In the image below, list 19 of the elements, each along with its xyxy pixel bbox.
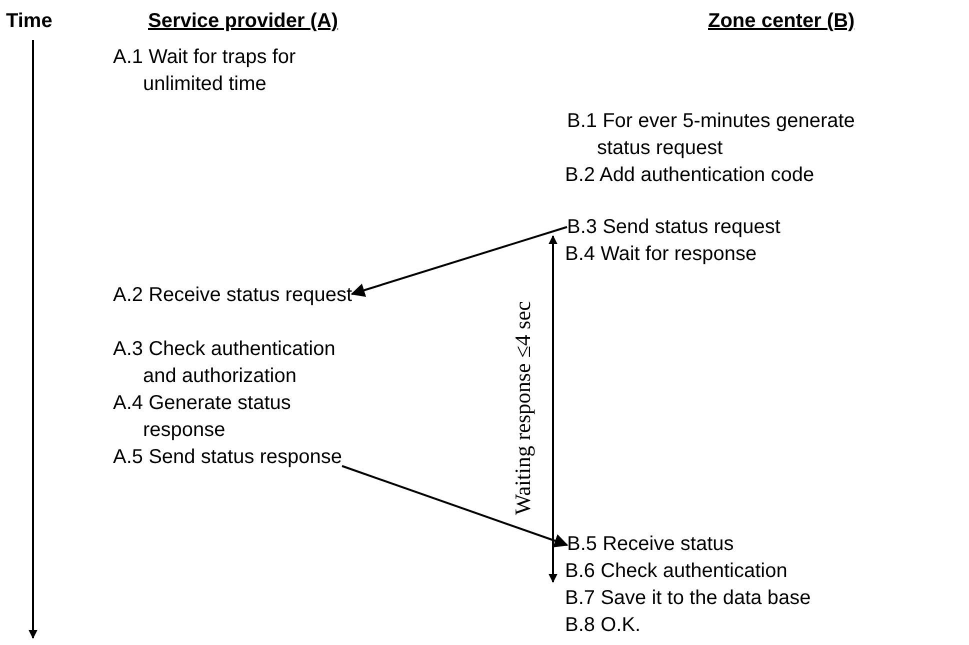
step-text: B.7 Save it to the data base [565, 586, 812, 611]
step-text: A.4 Generate status response [113, 391, 292, 443]
column-heading: Zone center (B) [708, 9, 855, 34]
column-heading: Service provider (A) [148, 9, 338, 34]
step-text: B.2 Add authentication code [565, 163, 816, 188]
step-text: B.5 Receive status [567, 532, 734, 557]
step-text: B.8 O.K. [565, 613, 642, 638]
step-text: B.6 Check authentication [565, 559, 788, 584]
step-text: B.4 Wait for response [565, 242, 758, 267]
arrow [350, 226, 568, 297]
step-text: A.3 Check authentication and authorization [113, 337, 336, 389]
step-text: A.5 Send status response [113, 445, 342, 470]
step-text: A.2 Receive status request [113, 283, 352, 308]
step-text: A.1 Wait for traps for unlimited time [113, 45, 297, 97]
step-text: B.3 Send status request [567, 215, 780, 240]
duration-label: Waiting response ≤4 sec [509, 301, 536, 515]
step-text: B.1 For ever 5-minutes generate status request [567, 109, 856, 161]
arrow [342, 465, 568, 548]
axis-title: Time [6, 9, 52, 34]
